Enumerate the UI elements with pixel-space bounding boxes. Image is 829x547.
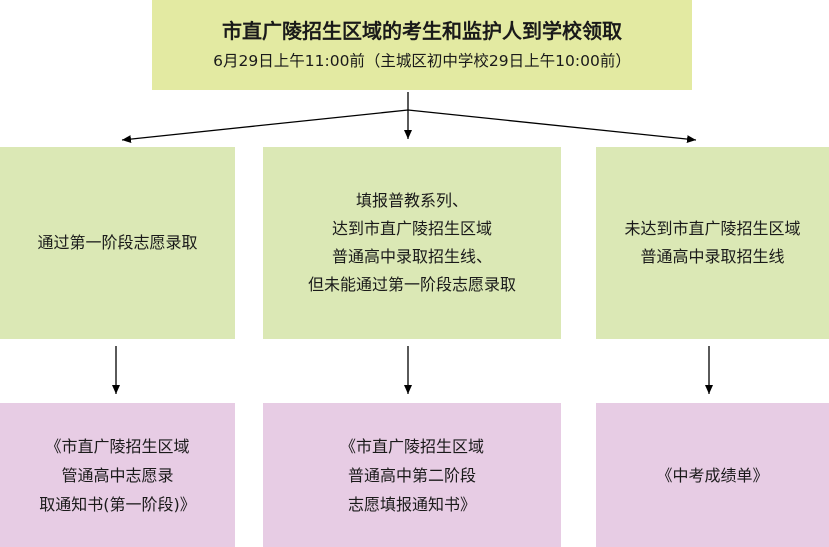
bottom-left-line: 取通知书(第一阶段)》 <box>39 494 196 514</box>
bottom-center-line: 《市直广陵招生区域 <box>339 436 484 456</box>
bottom-box-left: 《市直广陵招生区域 管通高中志愿录 取通知书(第一阶段)》 <box>0 403 235 547</box>
middle-right-line: 普通高中录取招生线 <box>640 247 785 266</box>
bottom-right-line: 《中考成绩单》 <box>656 465 769 485</box>
bottom-box-center: 《市直广陵招生区域 普通高中第二阶段 志愿填报通知书》 <box>263 403 561 547</box>
bottom-center-line: 普通高中第二阶段 <box>347 465 476 485</box>
top-title: 市直广陵招生区域的考生和监护人到学校领取 <box>222 19 622 43</box>
arrow-to-right <box>407 109 697 144</box>
middle-center-line: 填报普教系列、 <box>355 191 468 210</box>
top-subtitle: 6月29日上午11:00前（主城区初中学校29日上午10:00前） <box>213 52 631 70</box>
arrow-to-left <box>121 109 409 144</box>
middle-center-line: 但未能通过第一阶段志愿录取 <box>307 275 516 294</box>
middle-left-line: 通过第一阶段志愿录取 <box>37 233 198 252</box>
bottom-left-line: 《市直广陵招生区域 <box>45 436 190 456</box>
bottom-center-line: 志愿填报通知书》 <box>347 494 476 514</box>
middle-box-left: 通过第一阶段志愿录取 <box>0 147 235 339</box>
middle-center-line: 达到市直广陵招生区域 <box>331 219 492 238</box>
middle-box-center: 填报普教系列、 达到市直广陵招生区域 普通高中录取招生线、 但未能通过第一阶段志… <box>263 147 561 339</box>
middle-center-line: 普通高中录取招生线、 <box>331 247 492 266</box>
middle-right-line: 未达到市直广陵招生区域 <box>624 219 801 238</box>
top-box: 市直广陵招生区域的考生和监护人到学校领取 6月29日上午11:00前（主城区初中… <box>152 0 692 90</box>
bottom-box-right: 《中考成绩单》 <box>596 403 829 547</box>
bottom-left-line: 管通高中志愿录 <box>61 465 174 485</box>
middle-box-right: 未达到市直广陵招生区域 普通高中录取招生线 <box>596 147 829 339</box>
